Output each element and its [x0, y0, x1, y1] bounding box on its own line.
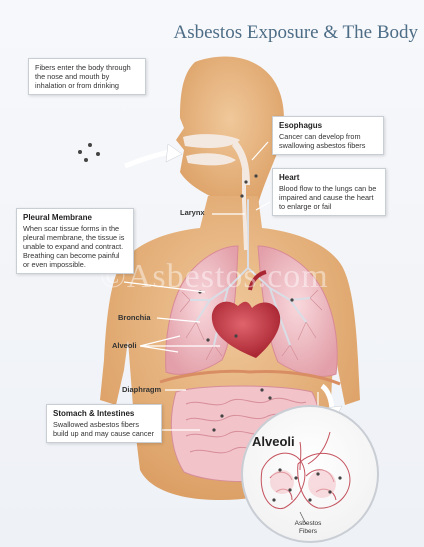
stomach-text: Swallowed asbestos fibers build up and m…: [53, 420, 154, 438]
bronchia-label: Bronchia: [118, 313, 151, 322]
stomach-callout: Stomach & Intestines Swallowed asbestos …: [46, 404, 162, 443]
alveoli-label: Alveoli: [112, 341, 137, 350]
larynx-label: Larynx: [180, 208, 205, 217]
asbestos-fibers-label: Asbestos Fibers: [286, 520, 330, 536]
heart-heading: Heart: [279, 173, 379, 182]
fibers-label-line1: Asbestos: [295, 520, 322, 527]
diagram-title: Asbestos Exposure & The Body: [150, 22, 418, 44]
esophagus-text: Cancer can develop from swallowing asbes…: [279, 132, 365, 150]
heart-text: Blood flow to the lungs can be impaired …: [279, 184, 376, 211]
fibers-label-line2: Fibers: [299, 528, 317, 535]
diaphragm-label: Diaphragm: [122, 385, 161, 394]
stomach-heading: Stomach & Intestines: [53, 409, 155, 418]
intro-text: Fibers enter the body through the nose a…: [35, 63, 131, 90]
alveoli-zoom-title: Alveoli: [252, 434, 295, 449]
intro-callout: Fibers enter the body through the nose a…: [28, 58, 146, 95]
pleural-heading: Pleural Membrane: [23, 213, 127, 222]
heart-callout: Heart Blood flow to the lungs can be imp…: [272, 168, 386, 216]
esophagus-callout: Esophagus Cancer can develop from swallo…: [272, 116, 384, 155]
pleural-text: When scar tissue forms in the pleural me…: [23, 224, 124, 269]
watermark: ©Asbestos.com: [100, 258, 329, 296]
pleural-callout: Pleural Membrane When scar tissue forms …: [16, 208, 134, 274]
esophagus-heading: Esophagus: [279, 121, 377, 130]
